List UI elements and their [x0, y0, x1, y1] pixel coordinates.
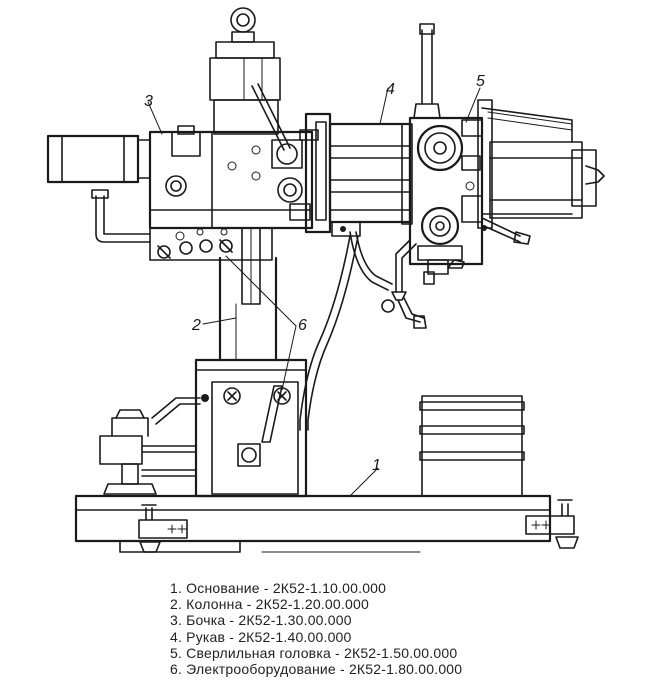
- column-top: [209, 7, 291, 151]
- callout-arm: 4: [386, 81, 395, 98]
- legend-item-drill-head: 5. Сверлильная головка - 2К52-1.50.00.00…: [170, 644, 458, 661]
- arm: [304, 99, 605, 237]
- column-pedestal: [194, 358, 308, 498]
- callout-drill-head: 5: [476, 73, 485, 90]
- callout-base: 1: [372, 457, 381, 474]
- leader-lines: [147, 87, 481, 497]
- parts-legend: 1. Основание - 2К52-1.10.00.000 2. Колон…: [170, 580, 640, 677]
- base: [74, 494, 579, 553]
- legend-item-sleeve: 3. Бочка - 2К52-1.30.00.000: [170, 612, 352, 629]
- radial-drill-drawing: 1 2 3 4 5 6: [46, 7, 605, 553]
- callout-sleeve: 3: [144, 93, 153, 110]
- callout-column: 2: [191, 317, 201, 334]
- cable: [299, 231, 393, 431]
- sleeve: [148, 125, 319, 261]
- drill-head: [381, 23, 531, 329]
- legend-item-electrical: 6. Электрооборудование - 2К52-1.80.00.00…: [170, 661, 463, 678]
- motor: [46, 134, 151, 243]
- callout-electrical: 6: [298, 317, 307, 334]
- legend-item-arm: 4. Рукав - 2К52-1.40.00.000: [170, 628, 352, 645]
- work-table: [419, 395, 525, 497]
- legend-item-column: 2. Колонна - 2К52-1.20.00.000: [170, 596, 369, 613]
- coolant-pump: [99, 397, 201, 495]
- legend-item-base: 1. Основание - 2К52-1.10.00.000: [170, 580, 387, 596]
